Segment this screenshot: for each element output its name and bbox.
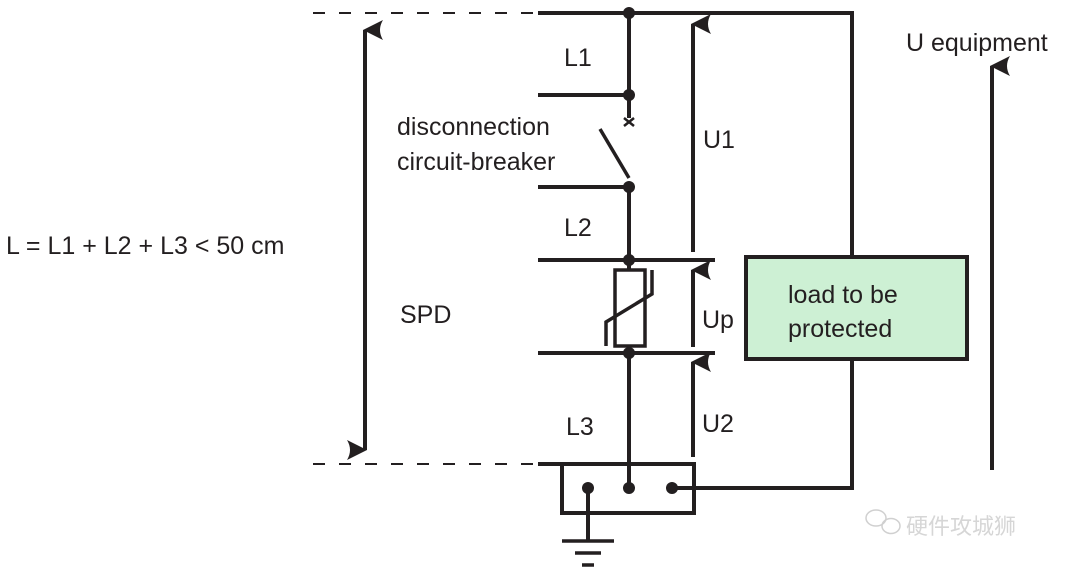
- breaker-contact-icon: [623, 117, 635, 127]
- terminal-dot: [623, 482, 635, 494]
- label-u2: U2: [702, 410, 734, 438]
- top-conductor: [538, 11, 854, 256]
- length-formula: L = L1 + L2 + L3 < 50 cm: [6, 232, 284, 260]
- earth-terminal-block: [560, 462, 696, 515]
- load-label-line1: load to be: [788, 281, 898, 309]
- terminal-dot: [666, 482, 678, 494]
- watermark-text: 硬件攻城狮: [906, 515, 1016, 540]
- label-spd: SPD: [400, 301, 451, 329]
- junction-dot: [623, 181, 635, 193]
- junction-dot: [623, 7, 635, 19]
- junction-dots: [582, 7, 678, 494]
- label-l3: L3: [566, 413, 594, 441]
- label-u1: U1: [703, 126, 735, 154]
- junction-dot: [623, 254, 635, 266]
- varistor-icon: [604, 268, 654, 348]
- breaker-blade: [598, 128, 631, 179]
- load-box: [744, 255, 969, 361]
- return-conductor: [672, 360, 854, 490]
- label-breaker-line2: circuit-breaker: [397, 148, 555, 176]
- label-up: Up: [702, 306, 734, 334]
- junction-dot: [623, 347, 635, 359]
- ground-icon: [562, 488, 614, 567]
- label-u-equipment: U equipment: [906, 29, 1048, 57]
- label-l1: L1: [564, 44, 592, 72]
- load-label-line2: protected: [788, 315, 892, 343]
- terminal-dot: [582, 482, 594, 494]
- wechat-icon: [865, 509, 901, 535]
- junction-dot: [623, 89, 635, 101]
- label-breaker-line1: disconnection: [397, 113, 550, 141]
- label-l2: L2: [564, 214, 592, 242]
